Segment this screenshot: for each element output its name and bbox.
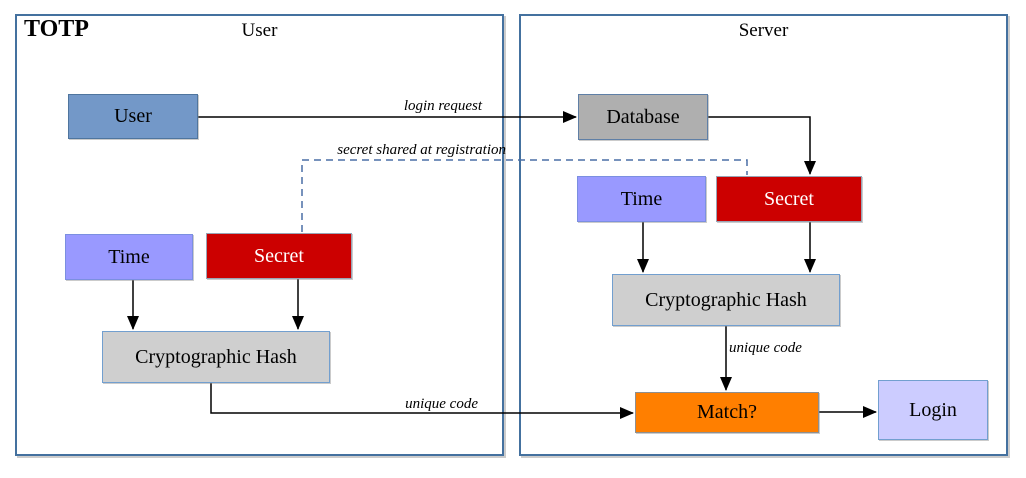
node-secret-user: Secret	[206, 233, 352, 279]
diagram-title: TOTP	[24, 16, 89, 42]
lane-label-server: Server	[738, 20, 789, 41]
edge-label-login-request: login request	[403, 98, 482, 114]
edge-label-secret-shared: secret shared at registration	[337, 142, 506, 158]
node-secret-server: Secret	[716, 176, 862, 222]
edge-label-unique-code-server: unique code	[729, 340, 802, 356]
server-lane-panel	[519, 14, 1008, 456]
node-login: Login	[878, 380, 988, 440]
lane-label-user: User	[241, 20, 278, 41]
node-match: Match?	[635, 392, 819, 433]
node-user: User	[68, 94, 198, 139]
edge-label-unique-code-user: unique code	[405, 396, 478, 412]
user-lane-panel	[15, 14, 504, 456]
node-database: Database	[578, 94, 708, 140]
node-hash-user: Cryptographic Hash	[102, 331, 330, 383]
node-time-user: Time	[65, 234, 193, 280]
node-hash-server: Cryptographic Hash	[612, 274, 840, 326]
node-time-server: Time	[577, 176, 706, 222]
